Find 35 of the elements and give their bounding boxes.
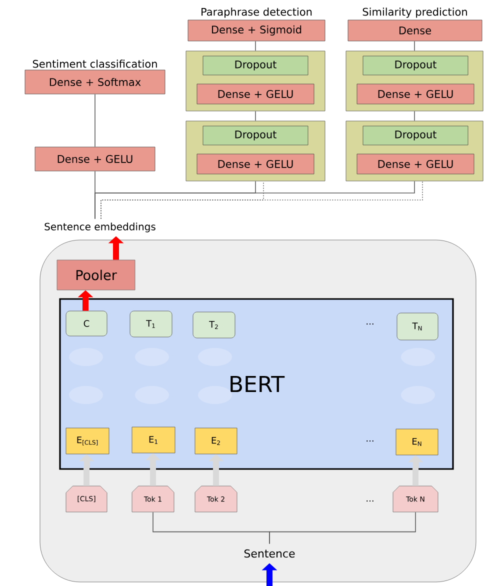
dense-layer-box: Dense + GELU: [356, 84, 474, 104]
connector-line: [255, 40, 256, 52]
connector-line: [255, 110, 256, 122]
pooler-box: Pooler: [56, 260, 136, 290]
embeddings-label: Sentence embeddings: [44, 222, 156, 232]
dense-layer-box: Dense + GELU: [196, 84, 314, 104]
task-heading: Sentiment classification: [32, 60, 157, 68]
embedding-box: E$_{2}$: [194, 428, 238, 454]
connector-line: [414, 110, 415, 122]
embedding-box: E$_{1}$: [132, 426, 176, 454]
dropout-box: Dropout: [362, 56, 468, 76]
dense-layer-box: Dense + Sigmoid: [188, 20, 326, 42]
dropout-box: Dropout: [362, 126, 468, 146]
output-token-box: T$_{2}$: [192, 312, 236, 338]
dense-layer-box: Dense + GELU: [196, 154, 314, 174]
output-token-box: C: [66, 310, 108, 336]
connector-line: [269, 512, 416, 544]
task-heading: Similarity prediction: [362, 8, 467, 18]
dropout-box: Dropout: [202, 126, 308, 146]
output-token-box: T$_{1}$: [130, 310, 172, 338]
sentence-label: Sentence: [244, 549, 295, 558]
connector-line: [94, 94, 96, 148]
connector-line: [414, 40, 415, 52]
embedding-box: E$_{N}$: [396, 428, 438, 456]
embedding-box: E$_{[CLS]}$: [66, 428, 110, 454]
ellipsis: ...: [366, 500, 374, 502]
dense-layer-box: Dense + Softmax: [24, 70, 166, 94]
task-heading: Paraphrase detection: [202, 8, 312, 18]
ellipsis: ...: [366, 323, 374, 325]
dense-layer-box: Dense: [348, 20, 482, 42]
output-token-box: T$_{N}$: [396, 312, 438, 340]
dropout-box: Dropout: [202, 56, 308, 76]
dense-layer-box: Dense + GELU: [34, 146, 156, 172]
ellipsis: ...: [366, 440, 374, 442]
dense-layer-box: Dense + GELU: [356, 154, 474, 174]
